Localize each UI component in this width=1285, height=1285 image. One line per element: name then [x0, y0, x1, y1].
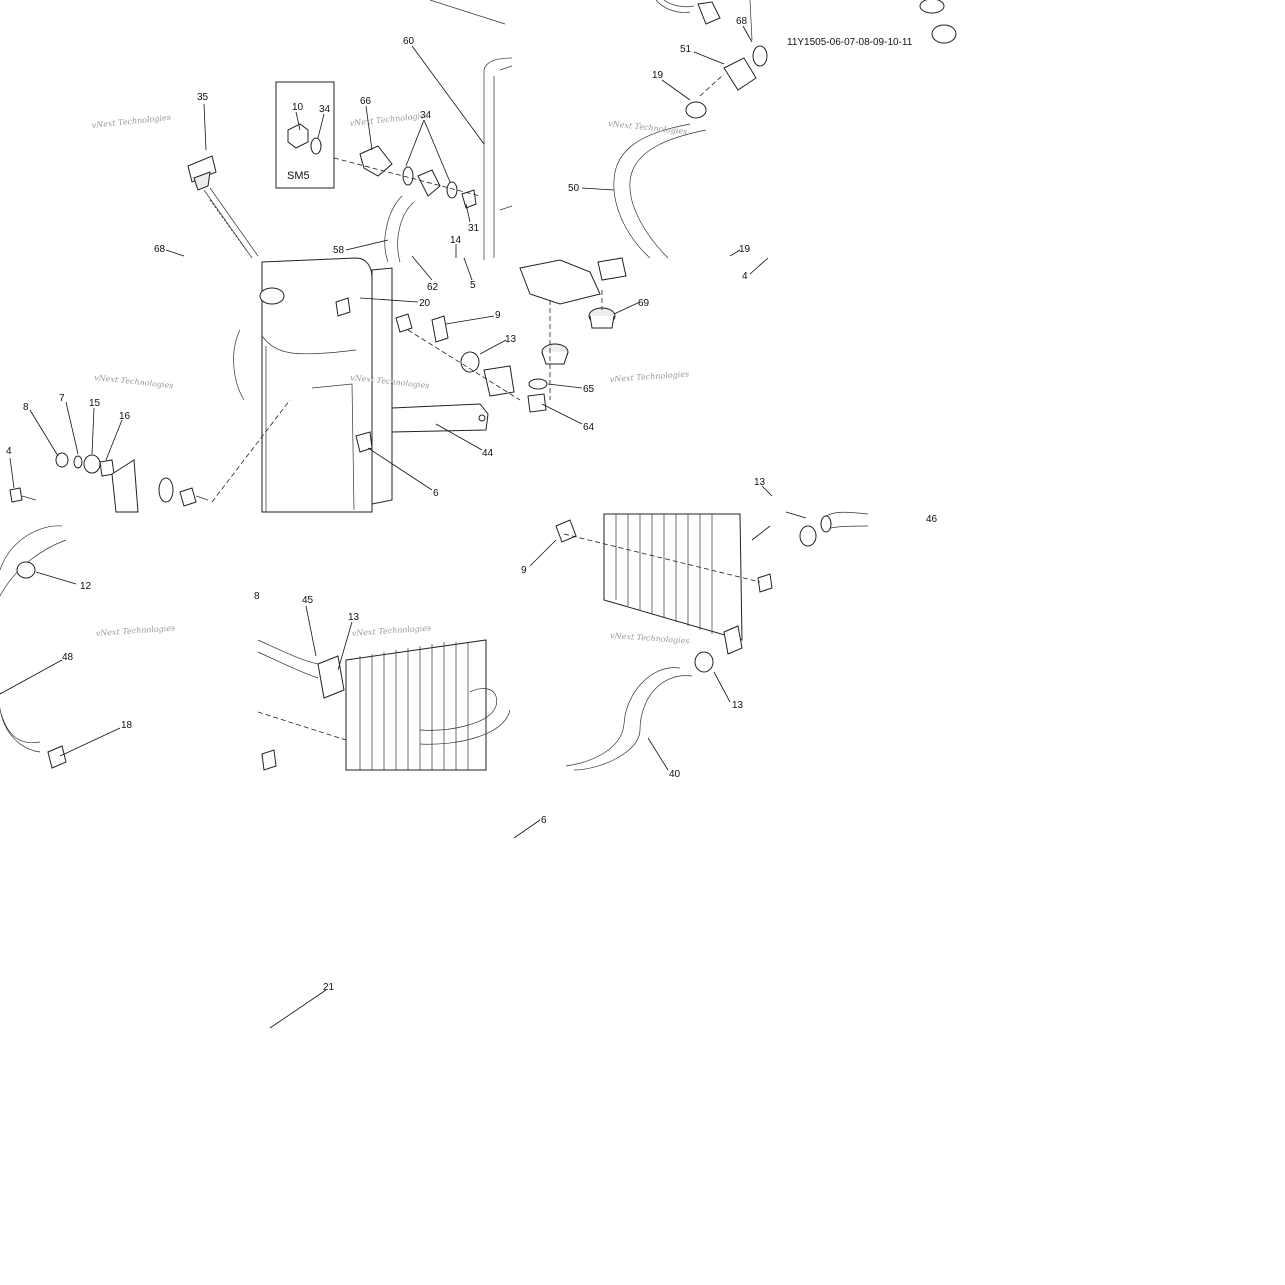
callout-labels: 60 68 51 19 35 10 34 66 34 50 31 68 58 1… [6, 16, 938, 993]
fittings-center [335, 297, 515, 453]
bracket-44 [391, 403, 489, 433]
callout-label: 69 [638, 298, 650, 309]
watermark-text: vNext Technologies [610, 631, 690, 646]
callout-label: 40 [669, 769, 681, 780]
callout-label: 68 [154, 244, 166, 255]
callout-label: 58 [333, 245, 345, 256]
callout-label: 51 [680, 44, 692, 55]
mount-hardware-left [9, 452, 209, 513]
callout-label: 34 [420, 110, 432, 121]
oil-tank-upper [429, 0, 513, 260]
callout-label: 18 [121, 720, 133, 731]
callout-label: 21 [323, 982, 335, 993]
callout-label: 13 [348, 612, 360, 623]
oil-hose-upper [613, 0, 957, 259]
oil-cooler-left [257, 639, 511, 771]
watermark-text: vNext Technologies [96, 623, 176, 638]
callout-label: 65 [583, 384, 595, 395]
watermark-text: vNext Technologies [352, 623, 432, 638]
callout-label: 50 [568, 183, 580, 194]
callout-label: 14 [450, 235, 462, 246]
callout-label: 46 [926, 514, 938, 525]
inset-label: SM5 [287, 170, 310, 182]
callout-label: 62 [427, 282, 439, 293]
hose-12-48 [0, 525, 67, 769]
drawing-reference-number: 11Y1505-06-07-08-09-10-11 [787, 37, 913, 48]
callout-label: 35 [197, 92, 209, 103]
callout-label: 10 [292, 102, 304, 113]
watermarks: vNext Technologies vNext Technologies vN… [91, 111, 689, 646]
callout-label: 68 [736, 16, 748, 27]
callout-label: 7 [59, 393, 65, 404]
callout-label: 31 [468, 223, 480, 234]
oil-tank-body [233, 257, 393, 513]
tank-mount-right [519, 257, 627, 413]
leader-lines [0, 25, 807, 771]
callout-label: 9 [495, 310, 501, 321]
watermark-text: vNext Technologies [608, 119, 688, 136]
callout-label: 16 [119, 411, 131, 422]
callout-label: 5 [470, 280, 476, 291]
callout-label: 13 [732, 700, 744, 711]
callout-label: 20 [419, 298, 431, 309]
callout-label: 4 [6, 446, 12, 457]
watermark-text: vNext Technologies [94, 373, 174, 390]
watermark-text: vNext Technologies [349, 111, 429, 128]
callout-label: 8 [254, 591, 260, 602]
callout-label: 64 [583, 422, 595, 433]
callout-label: 6 [433, 488, 439, 499]
callout-label: 8 [23, 402, 29, 413]
inset-box [275, 81, 335, 189]
callout-label: 12 [80, 581, 92, 592]
oil-cooler-right [555, 511, 869, 771]
callout-label: 45 [302, 595, 314, 606]
callout-label: 6 [541, 815, 547, 826]
callout-label: 34 [319, 104, 331, 115]
callout-label: 15 [89, 398, 101, 409]
dipstick-part [187, 155, 259, 259]
callout-label: 9 [521, 565, 527, 576]
callout-label: 13 [754, 477, 766, 488]
watermark-text: vNext Technologies [610, 369, 690, 384]
watermark-text: vNext Technologies [91, 113, 171, 130]
callout-label: 48 [62, 652, 74, 663]
callout-label: 60 [403, 36, 415, 47]
callout-label: 66 [360, 96, 372, 107]
callout-label: 19 [739, 244, 751, 255]
callout-label: 19 [652, 70, 664, 81]
callout-label: 13 [505, 334, 517, 345]
callout-label: 44 [482, 448, 494, 459]
callout-label: 4 [742, 271, 748, 282]
